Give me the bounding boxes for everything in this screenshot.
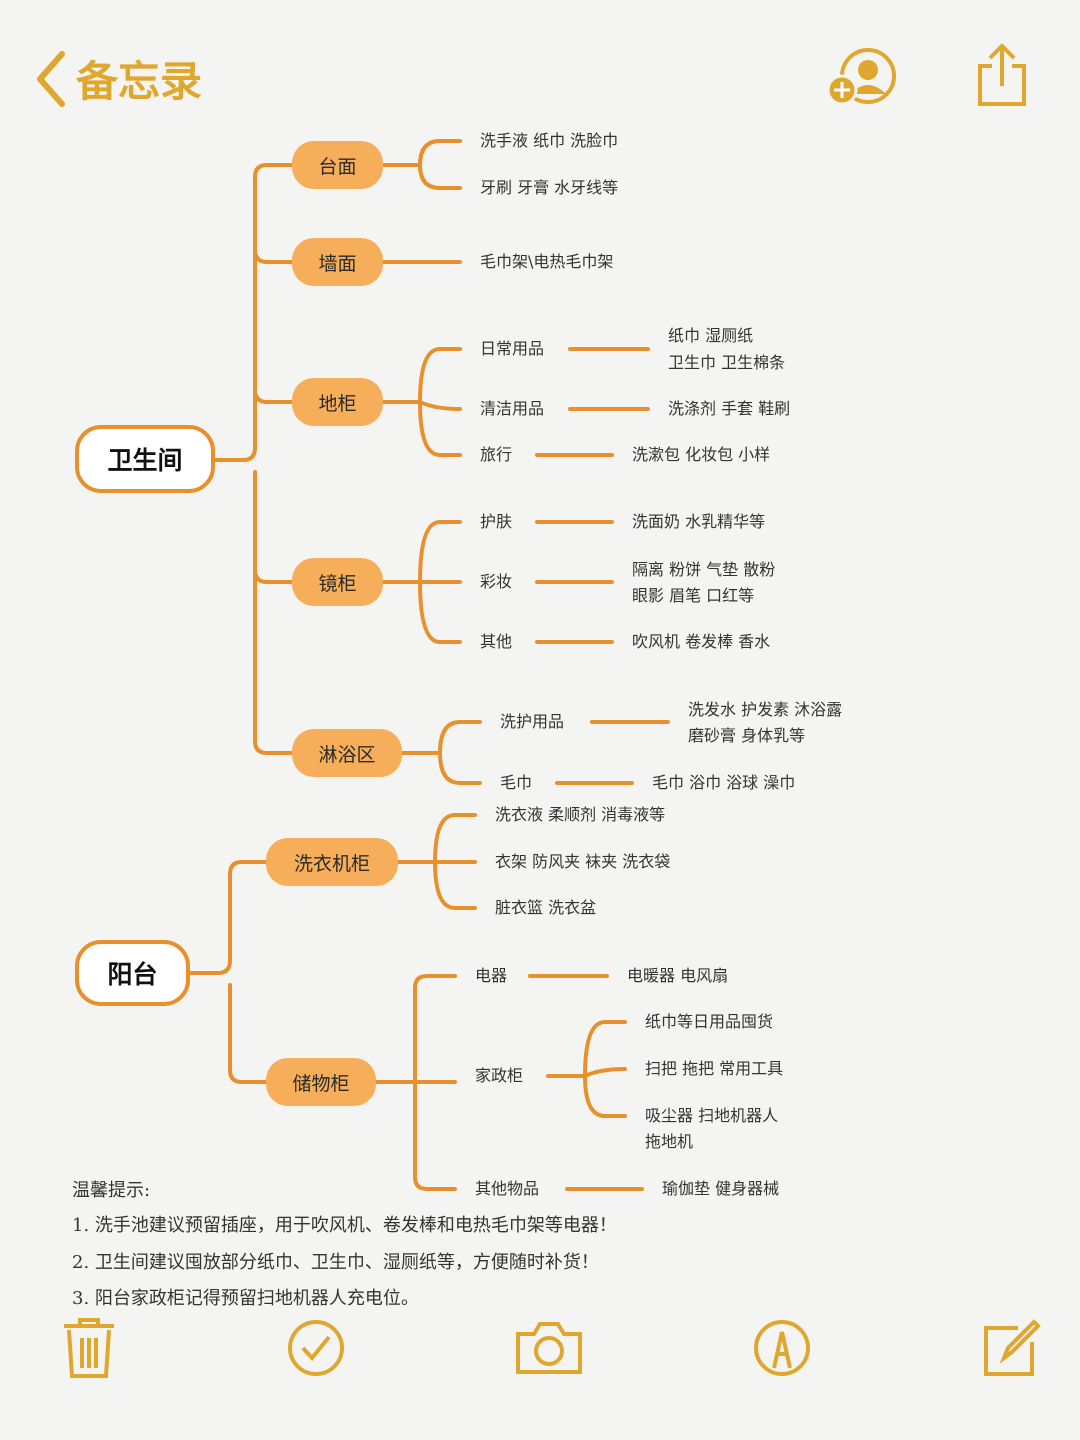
leaf: 纸巾等日用品囤货 [645,1012,774,1031]
leaf: 洗发水 护发素 沐浴露 [688,700,843,719]
chevron-left-icon [37,50,65,107]
leaf: 毛巾 浴巾 浴球 澡巾 [652,773,796,792]
add-person-icon[interactable] [826,48,902,108]
root-node-balcony[interactable]: 阳台 [75,940,190,1006]
root-node-bathroom[interactable]: 卫生间 [75,425,215,493]
back-button[interactable]: 备忘录 [32,48,202,109]
leaf: 衣架 防风夹 袜夹 洗衣袋 [495,852,671,871]
leaf: 脏衣篮 洗衣盆 [495,898,597,917]
leaf: 洗衣液 柔顺剂 消毒液等 [495,805,666,824]
leaf: 磨砂膏 身体乳等 [688,726,806,745]
group-label: 旅行 [480,445,513,464]
tip-item: 2. 卫生间建议囤放部分纸巾、卫生巾、湿厕纸等，方便随时补货！ [72,1252,599,1273]
tip-item: 1. 洗手池建议预留插座，用于吹风机、卷发棒和电热毛巾架等电器！ [72,1215,617,1236]
leaf: 毛巾架\电热毛巾架 [480,252,614,271]
leaf: 电暖器 电风扇 [627,966,729,985]
leaf: 隔离 粉饼 气垫 散粉 [632,560,776,579]
share-icon[interactable] [974,42,1030,108]
node-washer-cabinet[interactable]: 洗衣机柜 [266,838,398,886]
trash-icon[interactable] [60,1316,118,1380]
leaf: 眼影 眉笔 口红等 [632,586,755,605]
group-label: 毛巾 [500,773,533,792]
group-label: 其他 [480,632,513,651]
back-label: 备忘录 [76,57,203,106]
group-label: 其他物品 [475,1179,540,1198]
group-label: 电器 [475,966,508,985]
leaf: 卫生巾 卫生棉条 [668,353,786,372]
camera-icon[interactable] [514,1320,584,1376]
node-mirror-cabinet[interactable]: 镜柜 [292,558,383,606]
tip-item: 3. 阳台家政柜记得预留扫地机器人充电位。 [72,1288,419,1309]
leaf: 洗手液 纸巾 洗脸巾 [480,131,619,150]
leaf: 吹风机 卷发棒 香水 [632,632,771,651]
markup-icon[interactable] [752,1318,812,1378]
group-label: 彩妆 [480,572,513,591]
leaf: 瑜伽垫 健身器械 [662,1179,780,1198]
leaf: 洗面奶 水乳精华等 [632,512,766,531]
node-storage-cabinet[interactable]: 储物柜 [266,1058,376,1106]
checklist-icon[interactable] [286,1318,346,1378]
node-shower[interactable]: 淋浴区 [292,729,402,777]
group-label: 护肤 [480,512,513,531]
leaf: 牙刷 牙膏 水牙线等 [480,178,619,197]
leaf: 洗漱包 化妆包 小样 [632,445,771,464]
node-floor-cabinet[interactable]: 地柜 [292,378,383,426]
group-label: 家政柜 [475,1066,524,1085]
leaf: 拖地机 [645,1132,694,1151]
tips-title: 温馨提示: [72,1180,151,1201]
leaf: 纸巾 湿厕纸 [668,326,754,345]
leaf: 扫把 拖把 常用工具 [645,1059,784,1078]
compose-icon[interactable] [982,1316,1042,1378]
group-label: 清洁用品 [480,399,545,418]
leaf: 吸尘器 扫地机器人 [645,1106,779,1125]
group-label: 洗护用品 [500,712,565,731]
leaf: 洗涤剂 手套 鞋刷 [668,399,791,418]
node-wall[interactable]: 墙面 [292,238,383,286]
group-label: 日常用品 [480,339,545,358]
node-countertop[interactable]: 台面 [292,141,383,189]
